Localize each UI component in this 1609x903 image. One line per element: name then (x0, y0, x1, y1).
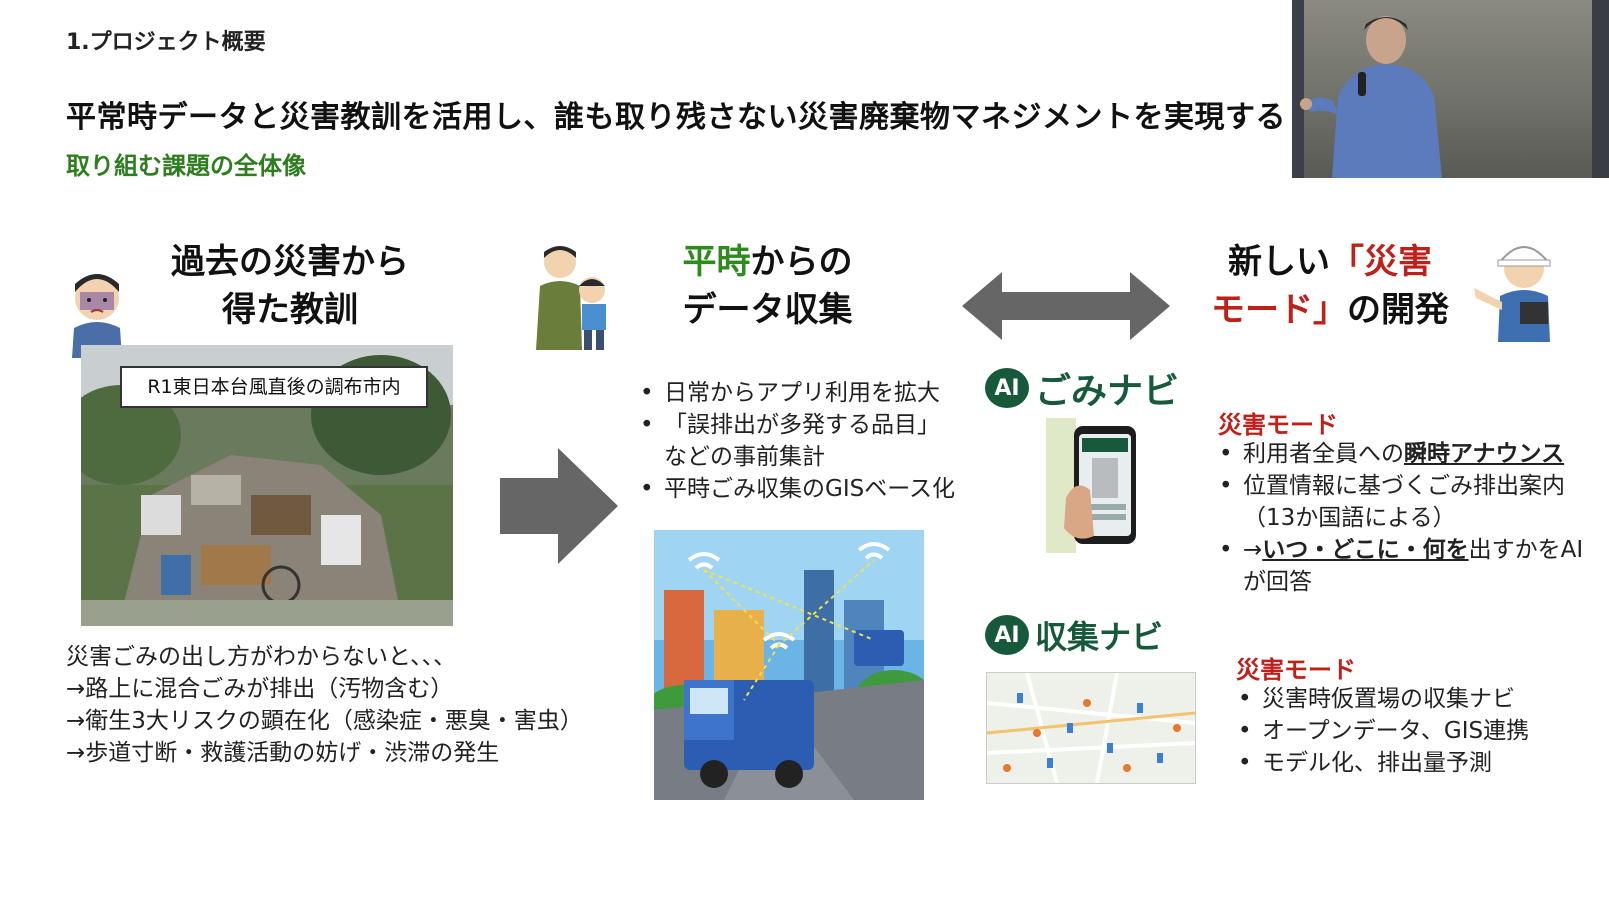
slide-subtitle: 取り組む課題の全体像 (66, 152, 306, 180)
lesson-line: →路上に混合ごみが排出（汚物含む） (66, 676, 454, 702)
mode1-bullet: 位置情報に基づくごみ排出案内 （13か国語による） (1219, 470, 1605, 534)
ai-badge-icon: AI (985, 368, 1029, 408)
col1-heading: 過去の災害から 得た教訓 (150, 238, 430, 334)
col3-heading-d: の開発 (1347, 290, 1449, 330)
mode2-bullet: モデル化、排出量予測 (1238, 747, 1594, 779)
col1-heading-line1: 過去の災害から (171, 242, 409, 282)
double-arrow-icon (962, 272, 1170, 340)
col1-heading-line2: 得た教訓 (222, 290, 358, 330)
gomi-navi-logo-text: ごみナビ (1035, 371, 1180, 412)
photo-caption: R1東日本台風直後の調布市内 (120, 366, 428, 408)
ai-badge-icon: AI (985, 615, 1029, 655)
mode1-b3-post: 出すかをAI (1468, 537, 1584, 563)
col3-heading-c: モード」 (1211, 290, 1347, 330)
parent-child-icon (536, 246, 606, 350)
mode1-b2-text: 位置情報に基づくごみ排出案内 (1243, 473, 1565, 499)
lesson-line: →歩道寸断・救護活動の妨げ・渋滞の発生 (66, 740, 500, 766)
mode2-title: 災害モード (1236, 656, 1356, 684)
mode1-b2-cont: （13か国語による） (1243, 505, 1456, 531)
col2-heading-rest: からの (750, 242, 853, 282)
lesson-line: →衛生3大リスクの顕在化（感染症・悪臭・害虫） (66, 708, 583, 734)
map-image (987, 673, 1195, 783)
collection-map (986, 672, 1196, 784)
engineer-with-helmet-icon (1474, 246, 1551, 342)
col3-heading: 新しい「災害 モード」の開発 (1205, 238, 1455, 334)
lesson-line: 災害ごみの出し方がわからないと、、、 (66, 644, 457, 670)
mode1-bullet: →いつ・どこに・何を出すかをAI が回答 (1219, 534, 1605, 598)
col2-heading-line2: データ収集 (682, 290, 853, 330)
col2-bullet: 「誤排出が多発する品目」などの事前集計 (640, 409, 976, 473)
shushu-navi-logo-text: 収集ナビ (1035, 618, 1164, 656)
col3-heading-b: 「災害 (1330, 242, 1432, 282)
speaker-figure (1292, 0, 1609, 178)
mode1-bullets: 利用者全員への瞬時アナウンス 位置情報に基づくごみ排出案内（13か国語による） … (1215, 438, 1605, 598)
speaker-video (1292, 0, 1609, 178)
mode1-bullet: 利用者全員への瞬時アナウンス (1219, 438, 1605, 470)
col1-lessons: 災害ごみの出し方がわからないと、、、 →路上に混合ごみが排出（汚物含む） →衛生… (66, 641, 583, 769)
section-label: 1.プロジェクト概要 (66, 30, 266, 55)
shushu-navi-logo: AI 収集ナビ (985, 612, 1163, 658)
mode1-title: 災害モード (1218, 411, 1338, 439)
smart-city-illustration (654, 530, 924, 800)
mode1-b1-emphasis: 瞬時アナウンス (1404, 441, 1565, 467)
col2-heading: 平時からの データ収集 (660, 238, 875, 334)
col3-heading-a: 新しい (1228, 242, 1330, 282)
col2-bullet: 平時ごみ収集のGISベース化 (640, 473, 976, 505)
right-arrow-icon (500, 448, 618, 564)
slide-title: 平常時データと災害教訓を活用し、誰も取り残さない災害廃棄物マネジメントを実現する (66, 100, 1286, 135)
mode2-bullets: 災害時仮置場の収集ナビ オープンデータ、GIS連携 モデル化、排出量予測 (1234, 683, 1594, 779)
gomi-navi-logo: AI ごみナビ (985, 362, 1179, 414)
col2-bullet-text: 「誤排出が多発する品目」 (664, 412, 940, 438)
col2-heading-accent: 平時 (682, 242, 751, 282)
col2-bullets: 日常からアプリ利用を拡大 「誤排出が多発する品目」などの事前集計 平時ごみ収集の… (636, 377, 976, 505)
worried-worker-icon (72, 274, 122, 358)
mode2-bullet: オープンデータ、GIS連携 (1238, 715, 1594, 747)
col2-bullet-cont: などの事前集計 (664, 444, 825, 470)
smartphone-app-icon (1046, 418, 1136, 553)
mode1-b1-text: 利用者全員への (1243, 441, 1404, 467)
mode1-b3-emphasis: いつ・どこに・何を (1262, 537, 1469, 563)
mode1-b3-cont: が回答 (1243, 569, 1312, 595)
mode1-b3-pre: → (1243, 537, 1263, 563)
mode2-bullet: 災害時仮置場の収集ナビ (1238, 683, 1594, 715)
col2-bullet: 日常からアプリ利用を拡大 (640, 377, 976, 409)
